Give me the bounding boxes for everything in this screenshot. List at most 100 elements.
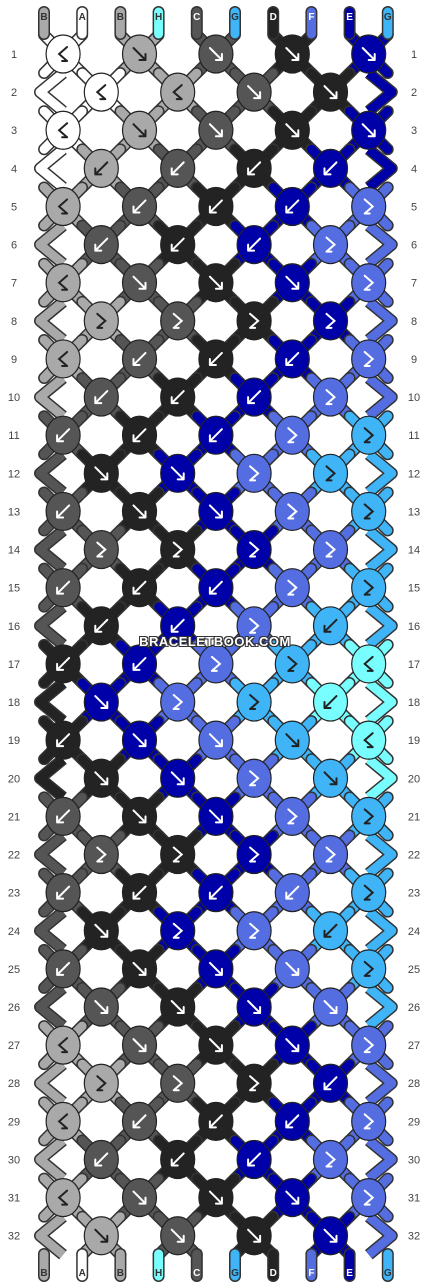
knot-arrow-icon [363,655,374,672]
knot-arrow-icon [285,1114,300,1129]
knot-arrow-icon [132,504,147,519]
knot [198,110,234,150]
knot [351,644,387,684]
knot-arrow-icon [249,617,260,634]
knot-arrow-icon [132,199,147,214]
knot-arrow-icon [56,428,71,443]
knot-oval [312,301,349,341]
knot-arrow-icon [363,808,375,825]
knot-arrow-icon [208,1190,223,1205]
knot-oval [83,301,119,341]
knot-arrow-icon [208,809,223,824]
knot [312,911,349,951]
row-number-right: 10 [408,392,420,404]
strand-label-top: G [384,12,392,23]
knot-arrow-icon [96,541,107,558]
strand-label-top: G [231,12,239,23]
knot-oval [236,606,272,646]
knot-oval [274,644,310,684]
knot-arrow-icon [172,541,184,558]
knot-arrow-icon [363,198,375,215]
knot [121,720,158,760]
knot-arrow-icon [57,198,69,215]
knot-oval [351,949,387,989]
edge-strand-left [35,755,66,801]
knot-arrow-icon [323,695,338,710]
strand-label-bottom: G [384,1268,392,1279]
knot-oval [312,377,349,417]
knot [274,1101,310,1141]
knot-arrow-icon [57,46,69,62]
knot [351,339,387,379]
knot-arrow-icon [172,312,184,329]
row-number-right: 3 [411,125,417,137]
knot-arrow-icon [363,579,375,596]
row-number-left: 24 [8,926,20,938]
knot-arrow-icon [363,427,375,444]
knot-arrow-icon [325,1151,337,1168]
knot-arrow-icon [208,1038,223,1053]
knot [45,873,81,913]
knot [236,987,272,1027]
knot [198,1025,234,1065]
knot-arrow-icon [172,84,183,101]
knot [312,72,349,112]
row-number-right: 23 [408,888,420,900]
knot-arrow-icon [247,1228,262,1243]
knot [274,339,310,379]
row-number-left: 18 [8,697,20,709]
knot-arrow-icon [323,1000,338,1014]
knot [312,148,349,188]
edge-strand-right [365,222,397,268]
knot-oval [351,186,387,227]
knot-arrow-icon [247,1152,262,1167]
strand-label-bottom: E [346,1268,353,1279]
knot [121,186,158,227]
knot-arrow-icon [132,580,147,595]
edge-strand-left [35,298,66,344]
edge-strand-right [365,1137,397,1182]
knot [160,1139,196,1180]
knot-arrow-icon [56,885,71,900]
knot [83,1063,119,1103]
knot-arrow-icon [208,47,223,61]
knot-oval [45,1025,81,1065]
knot-oval [274,415,310,455]
knot-arrow-icon [247,237,262,252]
row-number-left: 16 [8,621,20,633]
knot-oval [274,568,310,608]
knot-arrow-icon [96,1075,107,1092]
knot-arrow-icon [172,846,184,863]
knot [45,720,81,760]
knot-arrow-icon [170,771,185,786]
knot [160,911,196,951]
edge-strand-left [35,222,66,268]
knot-arrow-icon [94,466,109,481]
knot [83,453,119,493]
knot-arrow-icon [210,655,222,672]
knot-oval [83,529,119,570]
knot-oval [160,911,196,951]
row-number-right: 20 [408,773,420,785]
knot [274,34,310,74]
knot-oval [312,225,349,265]
knot [83,377,119,417]
knot [198,796,234,837]
row-number-right: 7 [411,278,417,290]
knot-arrow-icon [247,161,262,176]
knot-oval [236,1063,272,1103]
knot-arrow-icon [363,1037,375,1054]
knot-arrow-icon [325,236,337,253]
knot [83,529,119,570]
knot [312,453,349,493]
knot-arrow-icon [132,809,147,824]
knot [121,1177,158,1218]
knot-arrow-icon [94,237,109,252]
row-number-right: 29 [408,1116,420,1128]
knot-arrow-icon [170,1228,185,1243]
row-number-left: 30 [8,1154,20,1166]
knot-arrow-icon [285,199,300,214]
knot-oval [351,796,387,837]
row-number-right: 30 [408,1154,420,1166]
row-number-left: 27 [8,1040,20,1052]
